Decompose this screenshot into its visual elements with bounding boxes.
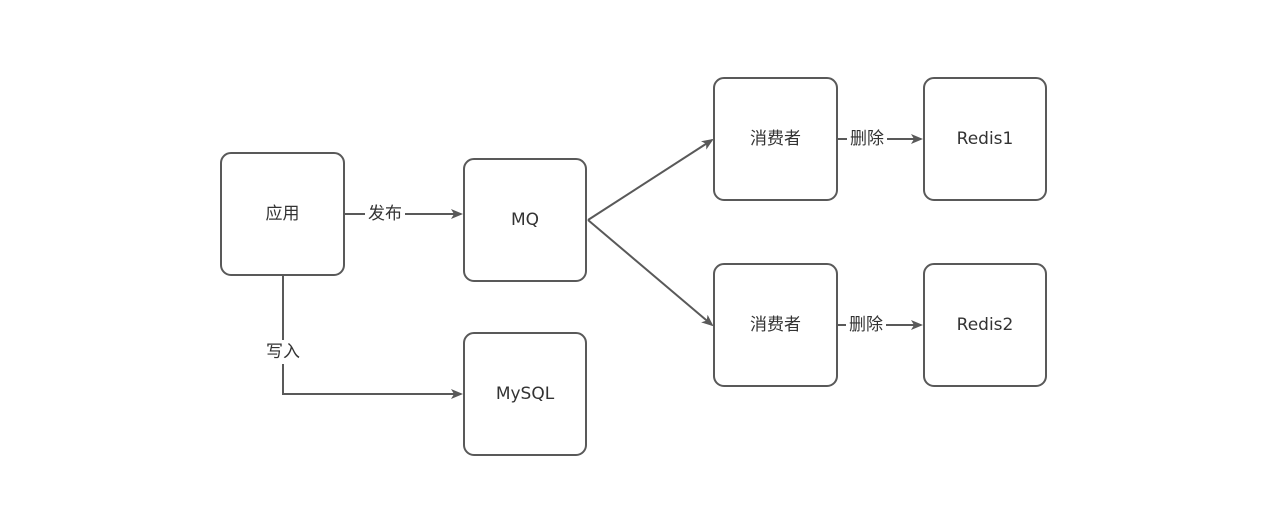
node-redis-1-label: Redis1 <box>957 129 1014 149</box>
node-consumer-2: 消费者 <box>713 263 838 387</box>
edge-label-publish: 发布 <box>365 202 405 226</box>
node-consumer-1: 消费者 <box>713 77 838 201</box>
node-mysql: MySQL <box>463 332 587 456</box>
node-redis-1: Redis1 <box>923 77 1047 201</box>
edge-write-line <box>282 276 463 399</box>
edge-label-publish-text: 发布 <box>368 204 402 224</box>
edge-mq-consumer2-line <box>587 219 714 327</box>
node-app-label: 应用 <box>266 204 300 224</box>
edge-label-delete2-text: 删除 <box>849 315 883 335</box>
node-mysql-label: MySQL <box>496 384 555 404</box>
edge-label-write: 写入 <box>263 340 303 364</box>
node-consumer-2-label: 消费者 <box>750 315 801 335</box>
edge-mq-consumer1-line <box>587 138 714 221</box>
node-redis-2-label: Redis2 <box>957 315 1014 335</box>
edge-label-delete2: 删除 <box>846 313 886 337</box>
edge-label-delete1: 删除 <box>847 127 887 151</box>
node-consumer-1-label: 消费者 <box>750 129 801 149</box>
node-redis-2: Redis2 <box>923 263 1047 387</box>
node-app: 应用 <box>220 152 345 276</box>
node-mq-label: MQ <box>511 210 539 230</box>
edge-label-write-text: 写入 <box>266 342 300 362</box>
node-mq: MQ <box>463 158 587 282</box>
edge-label-delete1-text: 删除 <box>850 129 884 149</box>
